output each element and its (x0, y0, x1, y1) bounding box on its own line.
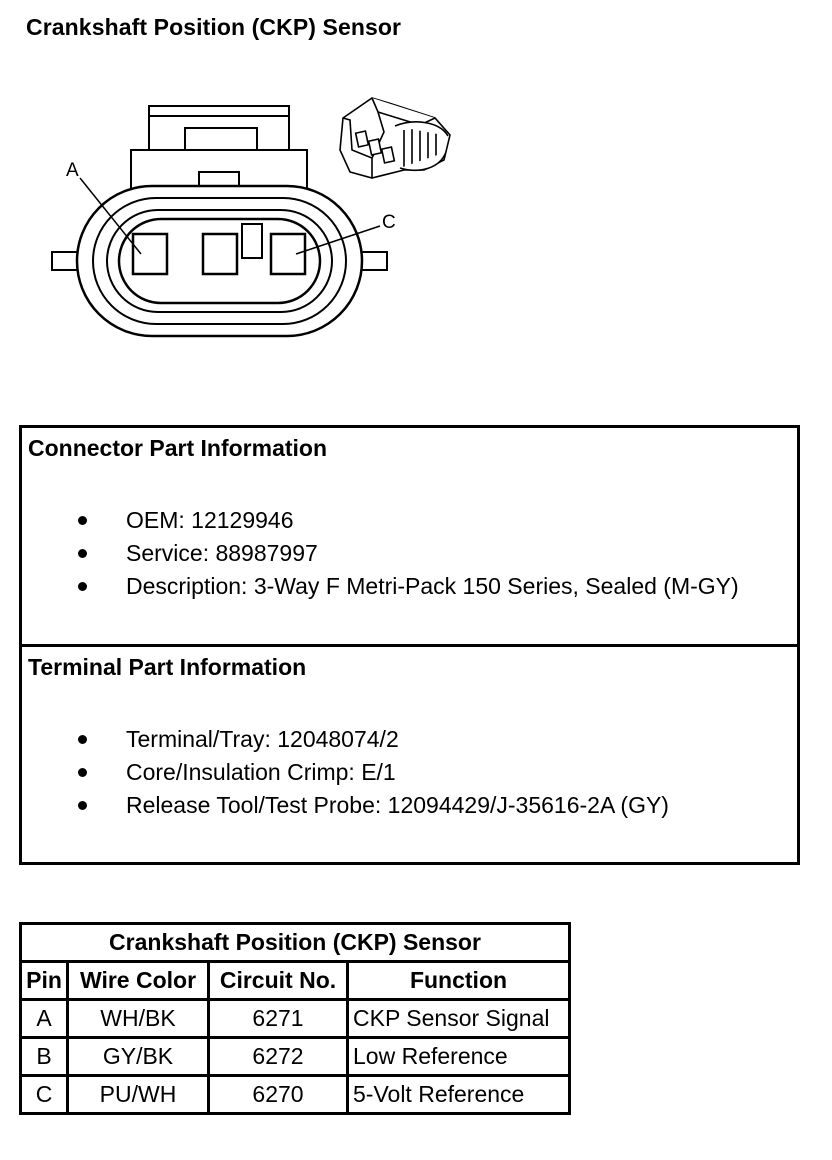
pin-table: Crankshaft Position (CKP) Sensor Pin Wir… (19, 922, 571, 1115)
bullet-icon (78, 582, 87, 591)
bullet-icon (78, 801, 87, 810)
pin-cavity-a (131, 232, 169, 276)
connector-part-info: Connector Part Information OEM: 12129946… (22, 428, 797, 647)
connector-part-info-title: Connector Part Information (28, 435, 328, 461)
cell-wire-color: WH/BK (66, 998, 210, 1039)
leader-line-a (79, 177, 142, 255)
column-header-function: Function (346, 960, 571, 1001)
terminal-part-info: Terminal Part Information Terminal/Tray:… (22, 647, 797, 862)
cell-pin: C (19, 1074, 69, 1115)
connector-key (241, 223, 263, 259)
terminal-crimp: Core/Insulation Crimp: E/1 (126, 759, 396, 785)
column-header-wire-color: Wire Color (66, 960, 210, 1001)
connector-description: Description: 3-Way F Metri-Pack 150 Seri… (126, 573, 739, 599)
bullet-icon (78, 516, 87, 525)
connector-body-inner (106, 209, 333, 313)
table-title-row: Crankshaft Position (CKP) Sensor (19, 922, 571, 963)
table-row: C PU/WH 6270 5-Volt Reference (19, 1074, 571, 1115)
cell-circuit: 6272 (207, 1036, 349, 1077)
column-header-pin: Pin (19, 960, 69, 1001)
cell-wire-color: GY/BK (66, 1036, 210, 1077)
terminal-release-tool: Release Tool/Test Probe: 12094429/J-3561… (126, 792, 669, 818)
connector-body-mid (92, 197, 347, 325)
connector-thumbnail (339, 97, 451, 179)
table-row: A WH/BK 6271 CKP Sensor Signal (19, 998, 571, 1039)
connector-face (117, 217, 322, 305)
cell-pin: A (19, 998, 69, 1039)
bullet-icon (78, 549, 87, 558)
cell-circuit: 6270 (207, 1074, 349, 1115)
pin-cavity-c (269, 232, 307, 276)
connector-diagram: A C (51, 97, 451, 338)
connector-service: Service: 88987997 (126, 540, 318, 566)
pin-label-c: C (382, 212, 396, 233)
cell-function: 5-Volt Reference (346, 1074, 571, 1115)
bullet-icon (78, 768, 87, 777)
leader-line-c (295, 225, 381, 255)
cell-pin: B (19, 1036, 69, 1077)
cell-function: CKP Sensor Signal (346, 998, 571, 1039)
terminal-part-info-title: Terminal Part Information (28, 654, 307, 680)
part-info-box: Connector Part Information OEM: 12129946… (19, 425, 800, 865)
connector-latch (130, 105, 308, 193)
column-header-circuit: Circuit No. (207, 960, 349, 1001)
page-title: Crankshaft Position (CKP) Sensor (26, 14, 402, 40)
cell-wire-color: PU/WH (66, 1074, 210, 1115)
terminal-tray: Terminal/Tray: 12048074/2 (126, 726, 399, 752)
table-row: B GY/BK 6272 Low Reference (19, 1036, 571, 1077)
bullet-icon (78, 735, 87, 744)
connector-oem: OEM: 12129946 (126, 507, 294, 533)
pin-label-a: A (66, 160, 79, 181)
table-header-row: Pin Wire Color Circuit No. Function (19, 960, 571, 1001)
pin-cavity-b (201, 232, 239, 276)
cell-circuit: 6271 (207, 998, 349, 1039)
table-title: Crankshaft Position (CKP) Sensor (19, 922, 571, 963)
cell-function: Low Reference (346, 1036, 571, 1077)
